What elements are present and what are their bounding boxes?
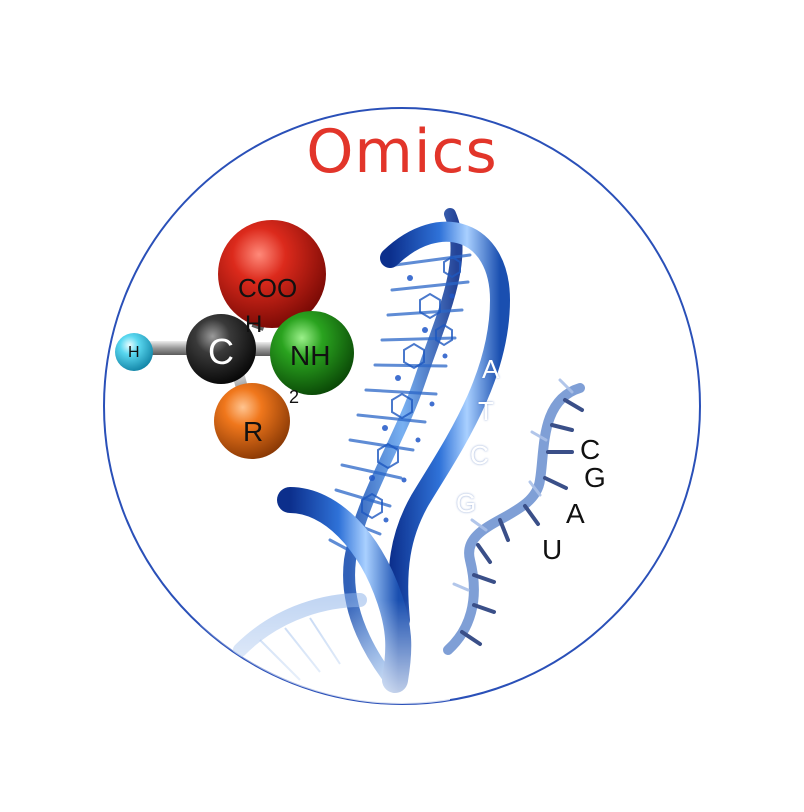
rna-base-u: U bbox=[542, 534, 563, 565]
label-c: C bbox=[208, 331, 234, 372]
dna-double-helix-icon bbox=[200, 208, 511, 704]
dna-base-g: G bbox=[456, 488, 477, 518]
logo-title: Omics bbox=[306, 117, 498, 187]
label-cooh-h: H bbox=[245, 311, 263, 338]
dna-base-t: T bbox=[478, 396, 494, 426]
rna-base-g: G bbox=[584, 462, 606, 493]
label-r: R bbox=[243, 416, 264, 447]
label-nh: NH bbox=[290, 340, 331, 371]
rna-base-c: C bbox=[580, 434, 601, 465]
dna-base-c: C bbox=[470, 440, 489, 470]
label-nh-subscript: 2 bbox=[289, 387, 300, 407]
atom-r bbox=[214, 383, 290, 459]
atom-h bbox=[115, 333, 153, 371]
atom-nh bbox=[270, 311, 354, 395]
atom-cooh bbox=[218, 220, 326, 328]
rna-base-a: A bbox=[566, 498, 585, 529]
label-h: H bbox=[128, 344, 140, 361]
label-cooh: COO bbox=[238, 273, 298, 303]
dna-base-a: A bbox=[482, 354, 500, 384]
atom-c bbox=[186, 314, 256, 384]
amino-acid-molecule-icon bbox=[115, 220, 354, 459]
rna-strand-icon bbox=[443, 378, 585, 655]
